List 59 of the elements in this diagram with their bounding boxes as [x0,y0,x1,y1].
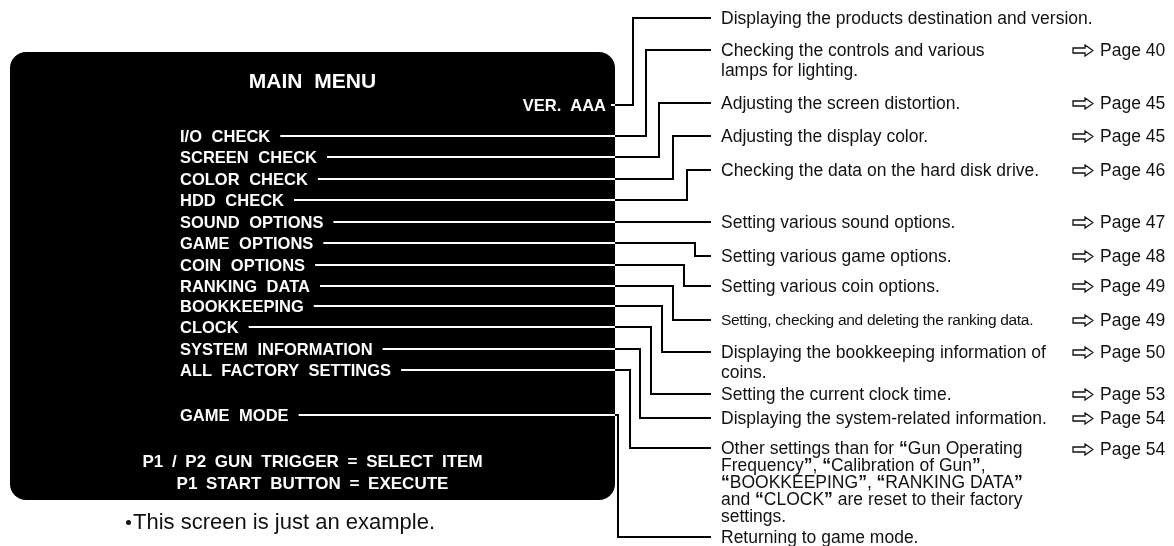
leader-line [316,135,712,180]
description-text: Setting various sound options. [711,212,956,232]
description-text: Displaying the bookkeeping information of coins. [711,342,1051,382]
menu-item: SCREEN CHECK [180,147,328,167]
description-text: Setting various coin options. [711,276,940,296]
caption-text: This screen is just an example. [133,510,436,534]
menu-item: COIN OPTIONS [180,255,316,275]
leader-line [332,221,712,223]
page-reference: Page 45 [1100,126,1166,146]
menu-item: GAME MODE [180,405,299,425]
menu-item: CLOCK [180,317,249,337]
menu-item: VER. AAA [522,95,611,115]
leader-line [400,369,712,449]
description-text: Setting, checking and deleting the ranking data. [711,310,1034,330]
page-reference: Page 50 [1100,342,1166,362]
screen-panel [10,52,615,500]
control-instruction: P1 START BUTTON = EXECUTE [176,473,449,495]
leader-line [318,285,712,321]
menu-item: HDD CHECK [180,190,294,210]
description-text: Displaying the system-related information. [711,408,1047,428]
leader-line [312,305,712,353]
page-reference: Page 49 [1100,310,1166,330]
page-reference: Page 46 [1100,160,1166,180]
menu-item: RANKING DATA [180,276,320,296]
leader-line [314,264,712,287]
description-text: Other settings than for “Gun Operating Frequency”, “Calibration of Gun”, “BOOKKEEPING”, “RANKING DATA” and “CLOCK” are reset to their factory settings. [711,439,1056,525]
menu-item: BOOKKEEPING [180,296,314,316]
menu-title: MAIN MENU [247,69,378,93]
description-text: Returning to game mode. [711,529,919,545]
page-reference: Page 53 [1100,384,1166,404]
page-reference: Page 49 [1100,276,1166,296]
description-text: Checking the data on the hard disk drive. [711,160,1040,180]
control-instruction: P1 / P2 GUN TRIGGER = SELECT ITEM [142,451,483,473]
page-reference: Page 54 [1100,439,1166,459]
menu-item: COLOR CHECK [180,169,318,189]
leader-line [381,348,712,419]
menu-item: I/O CHECK [180,126,281,146]
leader-line [297,414,712,538]
menu-item: GAME OPTIONS [180,233,324,253]
menu-item: SOUND OPTIONS [180,212,334,232]
leader-line [326,102,712,158]
leader-line [293,169,712,201]
description-text: Setting the current clock time. [711,384,952,404]
leader-line [247,326,712,395]
description-text: Adjusting the screen distortion. [711,93,961,113]
page-reference: Page 48 [1100,246,1166,266]
menu-item: ALL FACTORY SETTINGS [180,360,402,380]
menu-item: SYSTEM INFORMATION [180,339,383,359]
description-text: Setting various game options. [711,246,952,266]
page-reference: Page 45 [1100,93,1166,113]
leader-line [610,17,712,106]
page-reference: Page 40 [1100,40,1166,60]
page-reference: Page 54 [1100,408,1166,428]
page-reference: Page 47 [1100,212,1166,232]
leader-line [322,242,712,257]
leader-line [279,49,712,137]
description-text: Checking the controls and various lamps for lighting. [711,40,1021,80]
description-text: Displaying the products destination and version. [711,8,1093,28]
description-text: Adjusting the display color. [711,126,929,146]
